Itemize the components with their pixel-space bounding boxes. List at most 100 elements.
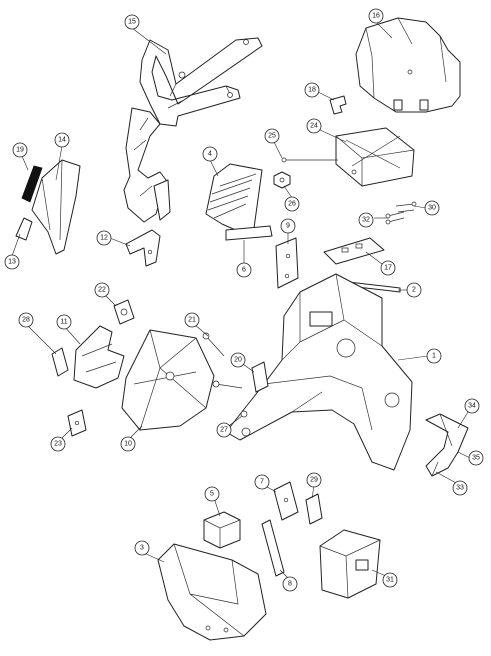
callout-29: 29 — [306, 472, 322, 488]
part-12-bracket — [125, 229, 161, 267]
part-3-box — [203, 511, 241, 549]
svg-text:18: 18 — [308, 87, 316, 94]
part-15-rops-frame — [123, 37, 263, 223]
svg-text:16: 16 — [372, 13, 380, 20]
svg-text:13: 13 — [8, 259, 16, 266]
part-25-bolt — [281, 157, 338, 163]
callout-32: 32 — [358, 212, 374, 228]
part-11-bracket — [73, 325, 125, 389]
svg-text:28: 28 — [22, 317, 30, 324]
callout-35: 35 — [468, 450, 484, 466]
svg-text:15: 15 — [128, 19, 136, 26]
svg-text:4: 4 — [208, 151, 212, 158]
part-19-dark-plate — [21, 165, 43, 203]
callout-27: 27 — [216, 422, 232, 438]
svg-text:6: 6 — [242, 267, 246, 274]
part-22-plate — [113, 299, 135, 325]
part-7-plate — [273, 481, 299, 521]
callout-23: 23 — [50, 436, 66, 452]
part-32-fasteners — [385, 211, 405, 225]
svg-text:12: 12 — [100, 235, 108, 242]
callout-11: 11 — [56, 314, 72, 330]
svg-text:3: 3 — [140, 545, 144, 552]
callout-25: 25 — [264, 128, 280, 144]
part-6-step — [225, 225, 273, 241]
callout-15: 15 — [124, 14, 140, 30]
callout-22: 22 — [94, 282, 110, 298]
svg-text:35: 35 — [472, 455, 480, 462]
callout-14: 14 — [54, 132, 70, 148]
svg-text:2: 2 — [412, 287, 416, 294]
svg-text:9: 9 — [286, 223, 290, 230]
callout-10: 10 — [120, 436, 136, 452]
part-21-pin — [202, 332, 225, 357]
part-30-fasteners — [395, 201, 417, 213]
callout-12: 12 — [96, 230, 112, 246]
part-31-bracket — [319, 529, 381, 599]
callout-7: 7 — [254, 474, 270, 490]
callout-16: 16 — [368, 8, 384, 24]
callout-17: 17 — [380, 260, 396, 276]
part-13-small-plate — [15, 217, 33, 241]
callout-26: 26 — [284, 196, 300, 212]
svg-text:34: 34 — [468, 403, 476, 410]
part-29-plate — [305, 493, 323, 525]
part-26-nut — [273, 171, 291, 189]
callouts: 15 16 18 24 25 26 32 30 14 19 13 12 4 6 … — [4, 8, 484, 592]
svg-text:30: 30 — [428, 205, 436, 212]
svg-text:17: 17 — [384, 265, 392, 272]
svg-text:24: 24 — [310, 123, 318, 130]
part-20-pin — [212, 380, 243, 389]
svg-text:27: 27 — [220, 427, 228, 434]
part-34-clamp — [425, 413, 469, 477]
svg-text:19: 19 — [16, 147, 24, 154]
svg-text:11: 11 — [60, 319, 67, 326]
svg-text:32: 32 — [362, 217, 370, 224]
part-1-main-chassis — [225, 273, 413, 471]
part-28-tab — [51, 347, 69, 377]
callout-19: 19 — [12, 142, 28, 158]
callout-6: 6 — [236, 262, 252, 278]
part-24-box — [335, 127, 415, 187]
callout-20: 20 — [230, 352, 246, 368]
part-14-side-guard — [31, 159, 81, 255]
callout-30: 30 — [424, 200, 440, 216]
callout-1: 1 — [426, 348, 442, 364]
part-17-plate — [323, 237, 385, 265]
callout-31: 31 — [382, 572, 398, 588]
svg-text:26: 26 — [288, 201, 296, 208]
svg-text:25: 25 — [268, 133, 276, 140]
callout-18: 18 — [304, 82, 320, 98]
part-27-washer — [240, 410, 248, 418]
svg-text:23: 23 — [54, 441, 62, 448]
callout-34: 34 — [464, 398, 480, 414]
part-5-belly-pan — [157, 543, 267, 641]
callout-3: 3 — [134, 540, 150, 556]
svg-text:5: 5 — [210, 491, 214, 498]
part-18-bracket — [329, 95, 347, 115]
svg-text:20: 20 — [234, 357, 242, 364]
svg-text:7: 7 — [260, 479, 264, 486]
part-20b-plate — [251, 361, 269, 393]
part-9-plate — [275, 237, 299, 289]
svg-text:33: 33 — [456, 485, 464, 492]
svg-text:21: 21 — [188, 317, 196, 324]
callout-24: 24 — [306, 118, 322, 134]
part-8-strip — [261, 519, 285, 577]
svg-text:29: 29 — [310, 477, 318, 484]
callout-33: 33 — [452, 480, 468, 496]
callout-5: 5 — [204, 486, 220, 502]
svg-text:10: 10 — [124, 441, 132, 448]
svg-text:8: 8 — [288, 581, 292, 588]
part-10-mount-frame — [121, 329, 215, 431]
part-16-hood-panel — [355, 17, 461, 113]
svg-text:22: 22 — [98, 287, 106, 294]
callout-28: 28 — [18, 312, 34, 328]
part-23-plate — [67, 409, 87, 437]
callout-9: 9 — [280, 218, 296, 234]
callout-21: 21 — [184, 312, 200, 328]
callout-4: 4 — [202, 146, 218, 162]
svg-text:1: 1 — [432, 353, 436, 360]
